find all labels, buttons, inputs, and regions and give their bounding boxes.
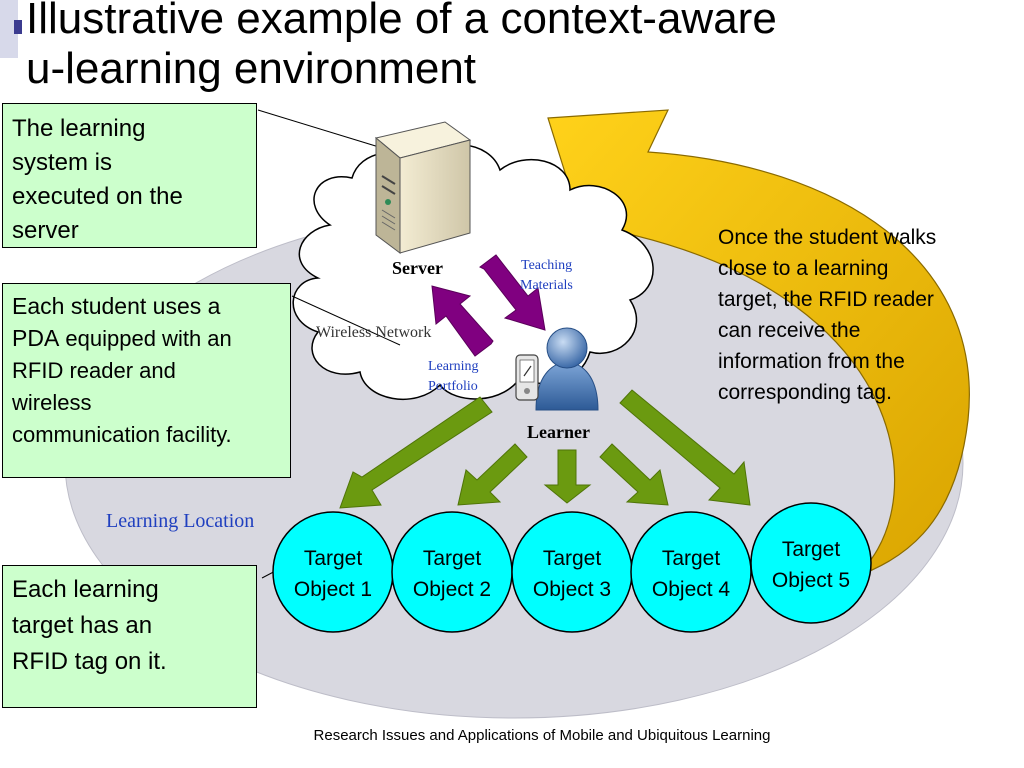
server-callout: The learning system is executed on the s… (2, 103, 257, 248)
curved-arrow (547, 109, 970, 579)
server-icon (374, 121, 472, 254)
learning-portfolio-arrow (431, 285, 494, 357)
rfid-explanation: Once the student walks close to a learni… (718, 222, 998, 408)
rfid-explanation-line4: can receive the (718, 319, 861, 342)
connector-student-note (291, 295, 401, 346)
student-callout-pda: PDA (12, 325, 60, 351)
target-object-1: Target Object 1 (272, 511, 394, 633)
learner-label: Learner (527, 422, 590, 442)
rfid-explanation-line3: target, the RFID reader (718, 288, 934, 311)
server-callout-line4: server (12, 217, 79, 244)
rfid-arrow-4 (599, 443, 669, 506)
target-object-4-label-line2: Object 4 (652, 578, 731, 601)
target-object-4: Target Object 4 (630, 511, 752, 633)
server-callout-line3: executed on the (12, 183, 183, 210)
rfid-arrow-5 (619, 389, 751, 506)
target-object-2-label-line1: Target (423, 547, 482, 570)
target-object-4-label-line1: Target (662, 547, 721, 570)
target-object-5-label-line1: Target (782, 538, 841, 561)
target-object-5: Target Object 5 (750, 502, 872, 624)
server-label: Server (392, 258, 443, 278)
slide-title-line2: u-learning environment (26, 44, 477, 93)
title-accent-bar (0, 0, 18, 58)
learning-portfolio-label-line1: Learning (428, 359, 479, 374)
teaching-materials-label-line1: Teaching (521, 258, 572, 273)
teaching-materials-label-line2: Materials (520, 278, 573, 293)
target-callout-line2: target has an (12, 612, 153, 639)
slide-title: Illustrative example of a context-aware … (26, 0, 777, 94)
student-callout-line1: Each student uses a (12, 293, 221, 319)
rfid-arrow-1 (339, 396, 493, 509)
target-object-3-label-line1: Target (543, 547, 602, 570)
slide-title-line1: Illustrative example of a context-aware (26, 0, 777, 43)
learner-icon (535, 327, 599, 411)
pda-icon (515, 354, 539, 401)
target-object-2-label-line2: Object 2 (413, 578, 491, 601)
teaching-materials-arrow (479, 254, 546, 331)
server-callout-line1: The learning (12, 115, 146, 142)
rfid-arrows (339, 389, 751, 509)
rfid-explanation-line6: corresponding tag. (718, 381, 892, 404)
rfid-explanation-line2: close to a learning (718, 257, 889, 280)
target-object-2: Target Object 2 (391, 511, 513, 633)
student-callout-line4: wireless (12, 390, 92, 415)
target-object-1-label-line1: Target (304, 547, 363, 570)
student-callout: Each student uses a PDA equipped with an… (2, 283, 291, 478)
target-callout-line3: RFID tag on it. (12, 648, 167, 675)
target-callout: Each learning target has an RFID tag on … (2, 565, 257, 708)
target-object-1-label-line2: Object 1 (294, 578, 372, 601)
rfid-arrow-2 (457, 443, 528, 506)
learning-portfolio-label-line2: Portfolio (428, 379, 478, 394)
title-bullet-icon (14, 20, 22, 34)
student-callout-equipped: equipped with an (59, 326, 232, 351)
learning-location-label: Learning Location (106, 510, 254, 532)
rfid-arrow-3 (543, 449, 592, 504)
rfid-explanation-line1: Once the student walks (718, 226, 937, 249)
target-object-3: Target Object 3 (511, 511, 633, 633)
server-callout-line2: system is (12, 149, 113, 176)
target-object-5-label-line2: Object 5 (772, 569, 850, 592)
wireless-network-label: Wireless Network (316, 324, 431, 341)
student-callout-line5: communication facility. (12, 422, 232, 447)
student-callout-line3: RFID reader and (12, 358, 176, 383)
rfid-explanation-line5: information from the (718, 350, 905, 373)
slide-footer: Research Issues and Applications of Mobi… (313, 727, 771, 744)
target-callout-line1: Each learning (12, 576, 159, 603)
student-callout-line2: PDA equipped with an (12, 322, 281, 355)
target-object-3-label-line2: Object 3 (533, 578, 611, 601)
